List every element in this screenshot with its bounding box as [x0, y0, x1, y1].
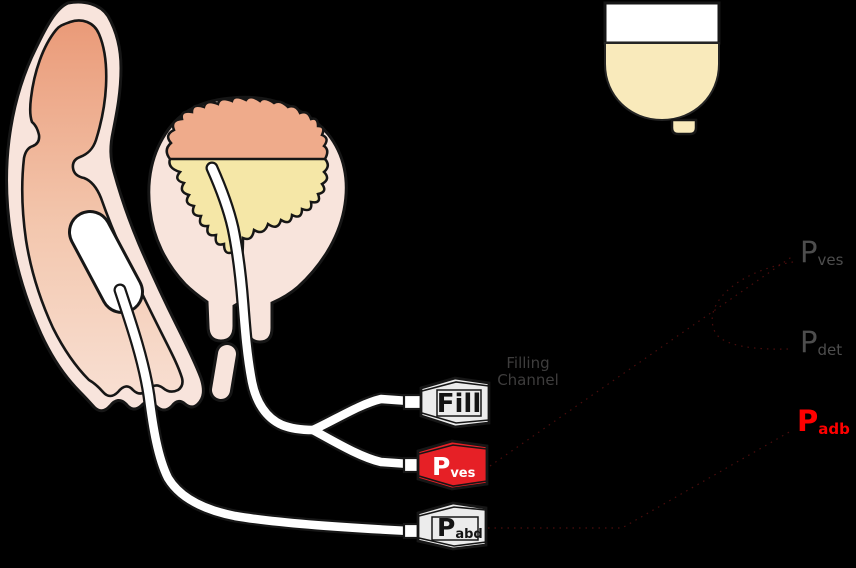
bag-fluid: [604, 42, 720, 122]
pabd-connector: Pabd: [402, 501, 488, 551]
filling-channel-line1: Filling: [506, 354, 549, 372]
label-padb: Padb: [797, 404, 850, 438]
annotation-filling-channel: Filling Channel: [497, 354, 559, 389]
bag-label-panel: [603, 1, 721, 45]
fill-connector-stub: [402, 393, 424, 411]
perineal-fold: [209, 342, 239, 402]
pabd-connector-label: Pabd: [437, 513, 483, 542]
bladder-catheter-tube: [205, 161, 416, 471]
label-pves: Pves: [800, 235, 844, 269]
pves-connector: Pves: [402, 439, 489, 491]
saline-bag: [603, 1, 721, 136]
fill-connector: Fill: [402, 376, 491, 429]
label-pdet: Pdet: [800, 325, 842, 359]
rectal-balloon: [68, 210, 144, 314]
detrusor-outline: [165, 96, 329, 272]
rectum-illustration: [5, 0, 205, 413]
bag-outlet-nozzle: [670, 118, 698, 136]
rectal-catheter-tube: [113, 283, 416, 538]
pves-connector-label: Pves: [432, 452, 476, 481]
fill-connector-label: Fill: [437, 389, 482, 419]
bladder-illustration: [147, 95, 348, 402]
pabd-connector-plate: [431, 516, 479, 541]
filling-channel-line2: Channel: [497, 371, 559, 389]
fill-connector-plate: [436, 389, 482, 417]
